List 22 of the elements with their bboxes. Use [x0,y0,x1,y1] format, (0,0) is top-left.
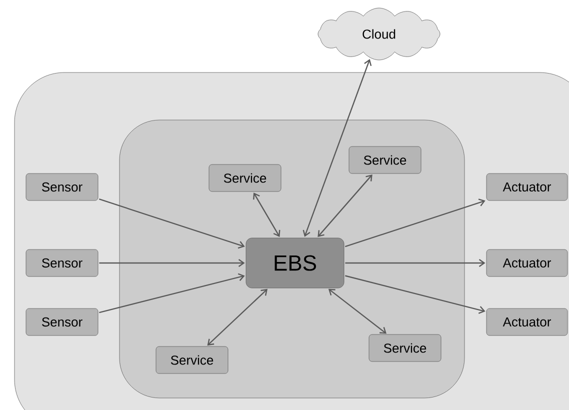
hub-box: EBS [246,238,344,288]
component-box: Actuator [486,249,568,277]
component-box: Sensor [26,308,98,336]
arrow [99,259,245,267]
component-box: Sensor [26,249,98,277]
component-box: Service [208,164,282,192]
arrow [99,273,245,314]
component-box: Service [368,334,442,362]
arrow [98,198,245,249]
component-box: Actuator [486,308,568,336]
component-box: Service [348,146,422,174]
component-box: Service [156,346,228,374]
arrow [302,59,372,237]
arrow [253,192,280,237]
component-box: Actuator [486,173,568,201]
component-box: Sensor [26,173,98,201]
arrow [318,174,372,238]
arrow [328,288,386,334]
arrow [345,259,486,267]
arrow [344,198,486,248]
arrow [345,275,486,314]
arrow [207,288,268,346]
